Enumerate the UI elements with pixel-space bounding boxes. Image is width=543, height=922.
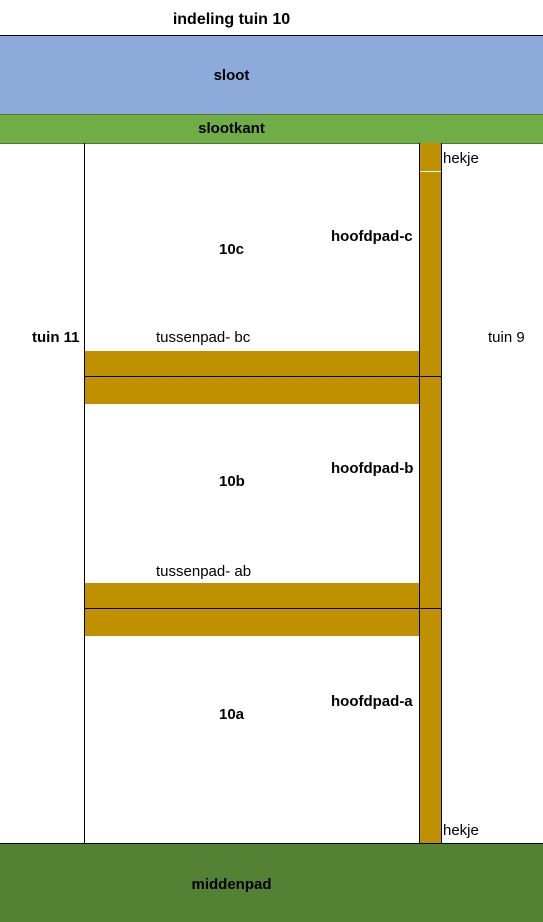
hoofdpad-c-label: hoofdpad-c — [331, 228, 413, 245]
tussenpad-bc-label: tussenpad- bc — [156, 329, 251, 346]
tussenpad-bc-lower — [85, 377, 419, 404]
sloot-zone: sloot — [0, 35, 543, 114]
garden-right-border — [441, 143, 442, 843]
section-10c-label: 10c — [219, 241, 245, 258]
divider-ab — [84, 608, 442, 609]
hoofdpad-left-edge — [419, 143, 420, 843]
page-title: indeling tuin 10 — [172, 11, 291, 28]
slootkant-zone: slootkant — [0, 114, 543, 144]
middenpad-zone: middenpad — [0, 843, 543, 922]
tussenpad-bc-upper — [85, 351, 419, 376]
garden-left-border — [84, 143, 85, 843]
section-10a-label: 10a — [219, 706, 245, 723]
tussenpad-ab-lower — [85, 609, 419, 636]
hoofdpad-strip — [420, 143, 441, 843]
gate-top-label: hekje — [443, 150, 479, 167]
tussenpad-ab-label: tussenpad- ab — [156, 563, 252, 580]
tussenpad-ab-upper — [85, 583, 419, 608]
neighbor-right-label: tuin 9 — [488, 329, 525, 346]
divider-bc — [84, 376, 442, 377]
hoofdpad-a-label: hoofdpad-a — [331, 693, 413, 710]
section-10b-label: 10b — [219, 473, 245, 490]
slootkant-label: slootkant — [198, 120, 265, 137]
gate-bottom-label: hekje — [443, 822, 479, 839]
neighbor-left-label: tuin 11 — [32, 329, 80, 346]
gate-top-divider — [420, 171, 441, 172]
middenpad-label: middenpad — [191, 876, 272, 893]
hoofdpad-b-label: hoofdpad-b — [331, 460, 414, 477]
sloot-label: sloot — [213, 67, 250, 84]
